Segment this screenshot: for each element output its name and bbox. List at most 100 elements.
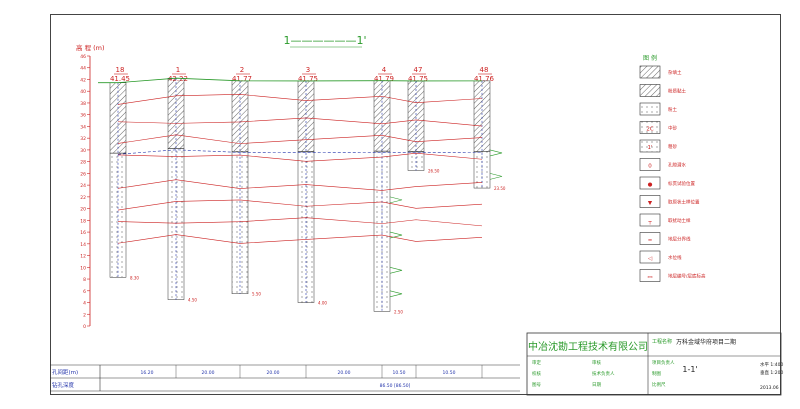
title-block-cell: 日期 (592, 382, 601, 388)
borehole-column-upper (231, 80, 249, 152)
legend-glyph: ▼ (648, 201, 653, 207)
legend-item-label: 水位线 (668, 254, 682, 261)
title-block (526, 332, 782, 396)
legend-item-label: 中砂 (668, 125, 677, 132)
axis-tick-label: 8 (83, 277, 86, 283)
spt-marker (389, 267, 403, 274)
spacing-value: 20.00 (267, 370, 280, 376)
axis-tick-label: 2 (83, 312, 86, 318)
legend-swatch (639, 102, 661, 116)
legend-glyph: 1' (647, 145, 652, 151)
title-block-cell: 项目负责人 (652, 359, 675, 366)
borehole-bottom-label: 4.50 (188, 298, 197, 303)
borehole-bottom-label: 26.50 (428, 168, 440, 173)
elevation-axis-label: 高 程 (m) (76, 43, 105, 52)
borehole-bottom-label: 5.50 (252, 292, 261, 297)
spacing-value: 20.00 (338, 370, 351, 376)
legend-item-label: 地层编号/层底标高 (668, 273, 706, 280)
legend-swatch (639, 139, 661, 153)
legend-swatch (639, 232, 661, 245)
legend-swatch (639, 269, 661, 282)
table-row-label: 孔间距(m) (52, 368, 78, 376)
axis-tick-label: 42 (80, 77, 86, 83)
borehole-column-upper (297, 80, 315, 152)
legend-swatch (639, 176, 661, 190)
axis-tick-label: 40 (80, 89, 86, 95)
spt-marker (389, 196, 403, 204)
stratum-boundary-line (117, 217, 483, 227)
axis-tick-label: 30 (80, 148, 86, 154)
borehole-number: 3 (306, 66, 310, 74)
axis-tick-label: 6 (83, 289, 86, 295)
legend-item-label: 杂填土 (668, 69, 682, 76)
borehole-column-lower (373, 150, 391, 312)
company-name: 中冶沈勘工程技术有限公司 (528, 340, 648, 353)
axis-tick-label: 22 (80, 195, 86, 201)
borehole-column-upper (373, 80, 391, 152)
borehole-bottom-label: 2.50 (394, 309, 403, 314)
project-label: 工程名称 (652, 338, 672, 345)
axis-tick-label: 44 (80, 66, 86, 72)
borehole-elevation: 41.77 (232, 75, 252, 83)
spt-marker (389, 290, 403, 298)
axis-tick-label: 28 (80, 160, 86, 166)
borehole-number: 47 (414, 66, 423, 74)
axis-tick-label: 34 (80, 124, 86, 130)
drawing-date: 2013.06 (760, 385, 779, 391)
legend-glyph: ◁ (648, 256, 653, 262)
legend-glyph: ┬ (647, 219, 652, 225)
stratum-boundary-line (117, 199, 483, 211)
spacing-value: 20.00 (202, 370, 215, 376)
legend-glyph: 2C (646, 127, 653, 133)
legend-item-label: 粉质黏土 (668, 88, 686, 95)
axis-tick-label: 20 (80, 207, 86, 213)
axis-tick-label: 14 (80, 242, 86, 248)
drawing-frame (50, 14, 781, 395)
legend-swatch (639, 84, 661, 97)
drawing-name: 1-1' (682, 365, 697, 374)
borehole-elevation: 41.75 (298, 75, 318, 83)
spt-marker (489, 149, 503, 157)
legend-glyph: ═ (647, 238, 652, 244)
spacing-value: 10.50 (393, 370, 406, 376)
spacing-value: 10.50 (443, 370, 456, 376)
spt-marker (489, 173, 503, 180)
title-block-cell: 图号 (532, 382, 541, 388)
legend-item-label: 标贯试验位置 (668, 180, 695, 187)
legend-glyph: 0 (648, 164, 652, 170)
table-row-label: 钻孔深度 (52, 381, 75, 389)
legend-swatch (639, 158, 661, 171)
borehole-elevation: 41.45 (110, 75, 130, 83)
legend-item-label: 地层分界线 (668, 236, 691, 243)
axis-tick-label: 36 (80, 113, 86, 119)
stratum-boundary-line (117, 94, 483, 105)
borehole-number: 18 (116, 66, 125, 74)
title-block-cell: 技术负责人 (592, 370, 615, 377)
borehole-bottom-label: 8.30 (130, 275, 139, 280)
section-title: 1——————1' (283, 34, 366, 47)
scale-vertical: 垂直 1:200 (760, 369, 784, 376)
title-block-cell: 校核 (532, 370, 541, 377)
title-block-cell: 审核 (592, 359, 601, 366)
spacing-value: 16.20 (141, 370, 154, 376)
legend-title: 图 例 (643, 54, 657, 62)
stratum-boundary-line (117, 179, 483, 191)
scale-horizontal: 水平 1:400 (760, 361, 784, 368)
title-block-cell: 审定 (532, 359, 541, 366)
borehole-elevation: 41.75 (408, 75, 428, 83)
axis-tick-label: 10 (80, 265, 86, 271)
legend-item-label: 孔隙潜水 (668, 162, 686, 169)
stratum-boundary-line (117, 234, 483, 244)
stratum-boundary-line (117, 152, 483, 162)
borehole-number: 4 (382, 66, 387, 74)
axis-tick-label: 16 (80, 230, 86, 236)
legend-swatch (639, 121, 661, 134)
axis-tick-label: 24 (80, 183, 86, 189)
axis-tick-label: 26 (80, 171, 86, 177)
legend-swatch (639, 65, 661, 79)
legend-swatch (639, 213, 661, 227)
legend-swatch (639, 195, 661, 208)
legend-item-label: 粉土 (668, 106, 677, 113)
legend-item-label: 粗砂 (668, 143, 677, 150)
